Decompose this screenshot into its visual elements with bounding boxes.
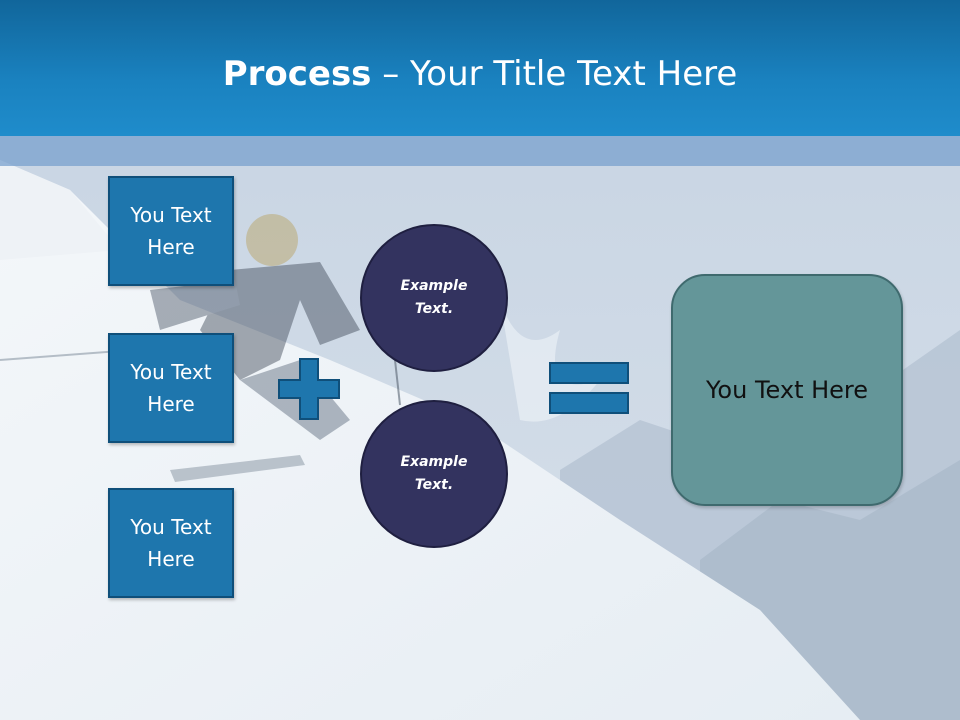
title-rest: – Your Title Text Here — [371, 54, 738, 94]
text-box-2[interactable]: You Text Here — [108, 333, 234, 443]
header-band — [0, 136, 960, 166]
text-box-1-label: You Text Here — [130, 203, 212, 259]
example-circle-1-label: Example Text. — [400, 278, 468, 317]
text-box-3-label: You Text Here — [130, 515, 212, 571]
title-bold-part: Process — [222, 54, 372, 94]
slide-title: Process – Your Title Text Here — [0, 52, 960, 96]
text-box-1[interactable]: You Text Here — [108, 176, 234, 286]
text-box-2-label: You Text Here — [130, 360, 212, 416]
example-circle-1[interactable]: Example Text. — [360, 224, 508, 372]
result-box[interactable]: You Text Here — [671, 274, 903, 506]
plus-icon — [278, 358, 340, 420]
title-bar — [0, 0, 960, 136]
equals-icon — [549, 362, 629, 414]
example-circle-2-label: Example Text. — [400, 454, 468, 493]
result-box-label: You Text Here — [705, 376, 869, 404]
example-circle-2[interactable]: Example Text. — [360, 400, 508, 548]
text-box-3[interactable]: You Text Here — [108, 488, 234, 598]
